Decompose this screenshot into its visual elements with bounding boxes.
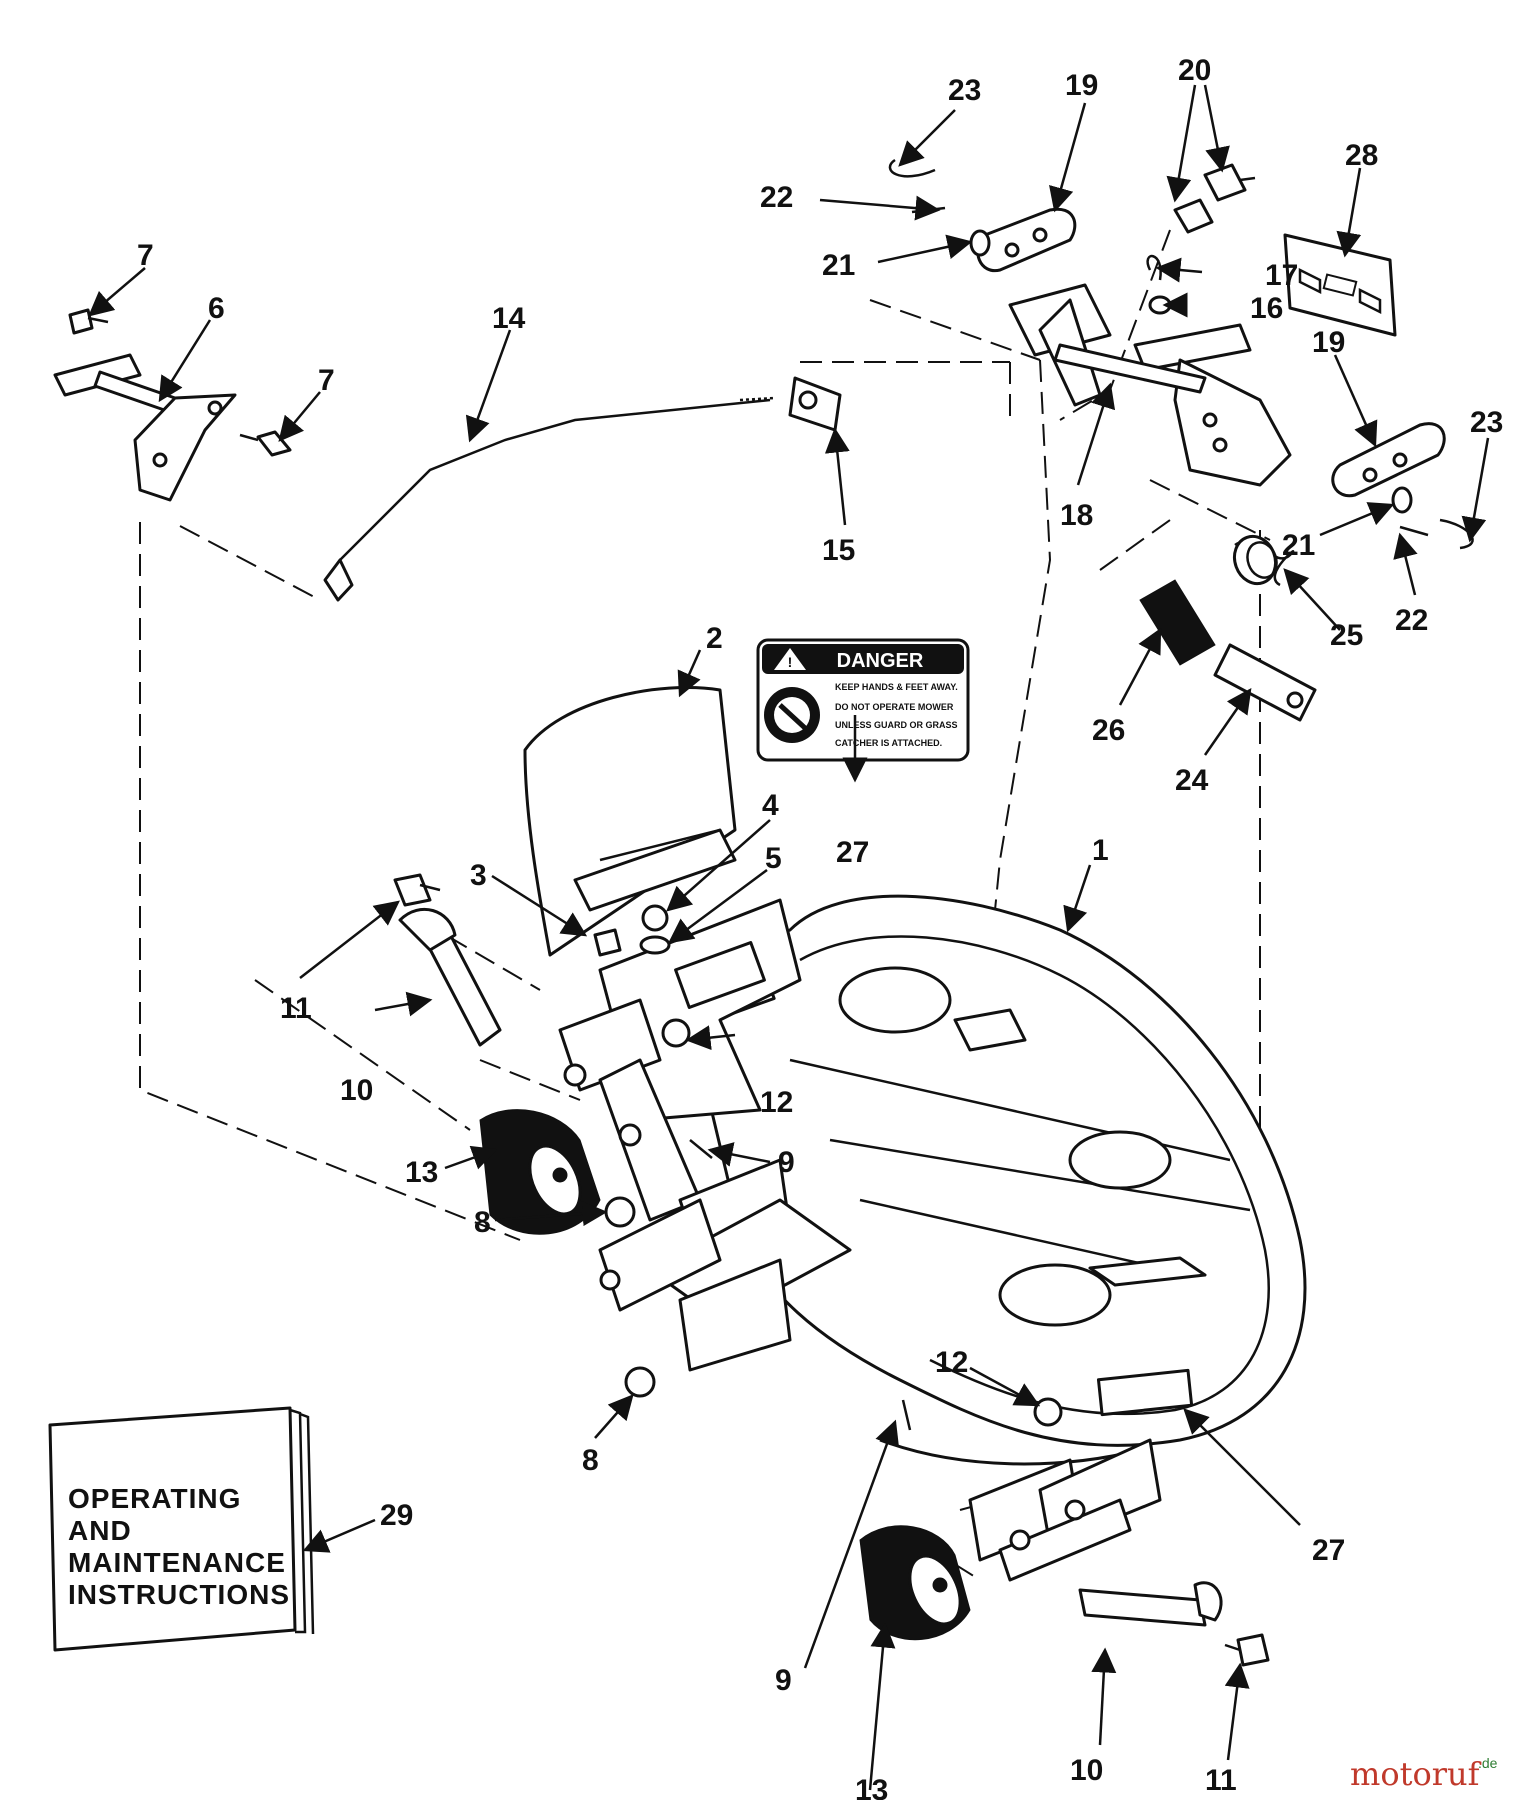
height-indicator-decal-28 [1283,233,1397,337]
leader-arrows [88,84,1490,1791]
danger-decal-title: DANGER [837,650,924,672]
callout-29: 29 [380,1499,413,1532]
callout-6: 6 [208,292,225,325]
callout-5: 5 [765,842,782,875]
callout-27-upper: 27 [836,836,869,869]
nut-4 [641,904,669,932]
spring-25 [1232,534,1295,587]
ferrule-15 [788,376,842,432]
front-right-hanger-assembly [968,1438,1162,1582]
roller-front-right [859,1525,971,1641]
left-lift-bracket [53,353,237,502]
callout-3: 3 [470,859,487,892]
handle-grip-26 [1139,579,1216,666]
callout-28: 28 [1345,139,1378,172]
washer-21-upper [969,229,991,257]
callout-27-lower: 27 [1312,1534,1345,1567]
callout-13-upper: 13 [405,1156,438,1189]
link-plate-19-lower [1331,422,1446,498]
hairpin-23-lower [1439,518,1474,550]
lift-handle-24 [1213,643,1317,722]
washer-21-lower [1391,486,1413,514]
hairpin-9-upper [689,1139,713,1159]
callout-8-lower: 8 [582,1444,599,1477]
callout-15: 15 [822,534,855,567]
hairpin-9-lower [901,1399,912,1431]
callout-25: 25 [1330,619,1363,652]
roller-front-left [479,1109,601,1235]
callout-10-upper: 10 [340,1074,373,1107]
bolt-11-right [1224,1633,1270,1667]
chute-deflector [523,686,737,957]
callout-14: 14 [492,302,526,335]
nut-8-lower [624,1366,656,1398]
cotter-pin-22-lower [1399,525,1429,537]
callout-4: 4 [762,789,779,822]
bushing-20-a [1173,198,1214,234]
callout-26: 26 [1092,714,1125,747]
callout-11-lower: 11 [1205,1764,1237,1797]
callout-11-upper: 11 [280,992,312,1025]
callout-7-lower: 7 [318,364,335,397]
nut-12-lower [1033,1397,1063,1427]
operating-manual: OPERATING AND MAINTENANCE INSTRUCTIONS [48,1406,315,1652]
danger-decal-line-3: UNLESS GUARD OR GRASS [835,720,958,730]
lift-shaft-18 [1053,343,1207,394]
lift-lever-assembly [1008,283,1292,487]
bushing-20-b [1203,163,1256,202]
lift-rod [323,396,776,602]
nut-8-upper [604,1196,636,1228]
callout-7-upper: 7 [137,239,154,272]
callout-20: 20 [1178,54,1211,87]
callout-8-upper: 8 [474,1206,491,1239]
manual-line-2: AND [68,1515,132,1546]
callout-18: 18 [1060,499,1093,532]
callout-13-lower: 13 [855,1774,888,1800]
callout-21-upper: 21 [822,249,855,282]
manual-line-4: INSTRUCTIONS [68,1579,290,1610]
callout-12-lower: 12 [935,1346,968,1379]
callout-21-lower: 21 [1282,529,1315,562]
axle-bolt-right [1078,1581,1223,1627]
danger-decal: ! DANGER KEEP HANDS & FEET AWAY. DO NOT … [756,638,970,762]
bolt-11-left [393,873,441,907]
site-watermark: motoruf .de [1350,1755,1498,1793]
clevis-pin-7-upper [68,308,109,335]
axle-bolt-left [398,907,502,1047]
callout-12-upper: 12 [760,1086,793,1119]
watermark-brand: motoruf [1350,1755,1482,1793]
nut-12-upper [661,1018,691,1048]
callout-9-upper: 9 [778,1146,795,1179]
danger-decal-line-2: DO NOT OPERATE MOWER [835,702,954,712]
callout-22-upper: 22 [760,181,793,214]
callout-23-lower: 23 [1470,406,1503,439]
decal-placement-lower [1096,1368,1194,1417]
washer-5 [639,935,671,955]
danger-decal-line-4: CATCHER IS ATTACHED. [835,738,942,748]
svg-text:!: ! [788,654,793,670]
manual-line-1: OPERATING [68,1483,241,1514]
decal-placement-upper [674,941,766,1009]
clevis-pin-7-lower [239,430,292,457]
danger-decal-line-1: KEEP HANDS & FEET AWAY. [835,682,958,692]
callout-24: 24 [1175,764,1209,797]
hairpin-23-upper [888,158,936,178]
callout-9-lower: 9 [775,1664,792,1697]
link-plate-19-upper [976,207,1077,273]
callout-1: 1 [1092,834,1109,867]
callout-19-upper: 19 [1065,69,1098,102]
callout-16: 16 [1250,292,1283,325]
callout-2: 2 [706,622,723,655]
callout-10-lower: 10 [1070,1754,1103,1787]
callout-23-upper: 23 [948,74,981,107]
callout-19-lower: 19 [1312,326,1345,359]
screw-3 [593,928,622,957]
callout-22-lower: 22 [1395,604,1428,637]
manual-line-3: MAINTENANCE [68,1547,286,1578]
watermark-suffix: .de [1478,1755,1498,1771]
callout-17: 17 [1265,259,1298,292]
